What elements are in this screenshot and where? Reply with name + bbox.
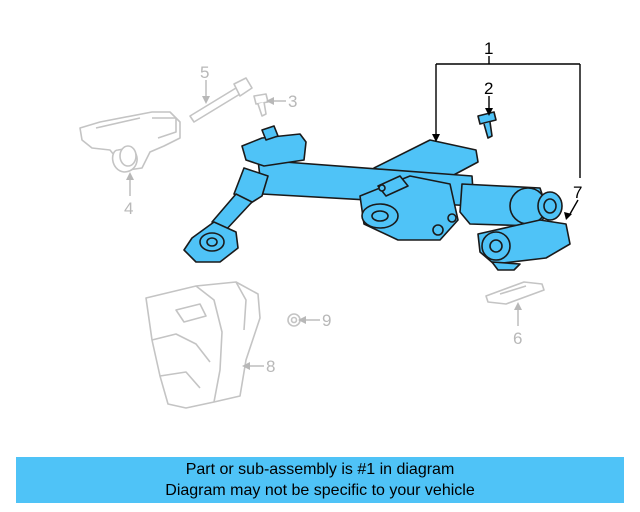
callout-1: 1 xyxy=(484,39,493,58)
parts-diagram: 1 2 7 5 3 4 6 9 8 xyxy=(79,39,582,409)
part-8-cover[interactable] xyxy=(145,281,261,409)
caption-line-1: Part or sub-assembly is #1 in diagram xyxy=(185,461,455,478)
callout-3: 3 xyxy=(288,92,297,111)
part-6-clip[interactable] xyxy=(485,281,545,305)
callout-8: 8 xyxy=(266,357,275,376)
part-1-steering-column[interactable] xyxy=(183,125,571,271)
caption-line-2: Diagram may not be specific to your vehi… xyxy=(165,482,475,499)
caption-bar: Part or sub-assembly is #1 in diagram Di… xyxy=(16,457,624,503)
part-2-screw[interactable] xyxy=(477,111,497,139)
callout-2: 2 xyxy=(484,79,493,98)
leader-arrows-active xyxy=(432,108,572,220)
callout-4: 4 xyxy=(124,199,133,218)
leader-lines-ghost xyxy=(129,80,519,367)
callout-9: 9 xyxy=(322,311,331,330)
part-4-bracket[interactable] xyxy=(79,111,181,173)
leader-arrows-ghost xyxy=(126,96,522,370)
leader-lines-active xyxy=(435,56,581,215)
part-3-screw[interactable] xyxy=(253,93,269,117)
callout-6: 6 xyxy=(513,329,522,348)
callout-7: 7 xyxy=(573,183,582,202)
callout-5: 5 xyxy=(200,63,209,82)
part-5-bolt[interactable] xyxy=(189,77,253,123)
